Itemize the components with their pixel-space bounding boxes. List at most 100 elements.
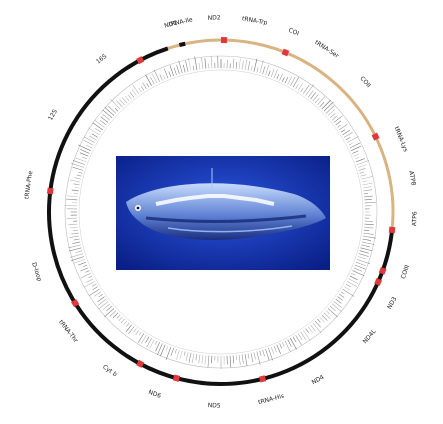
inner-ring-tick bbox=[360, 247, 373, 252]
inner-ring-tick bbox=[361, 176, 373, 180]
inner-ring-tick bbox=[64, 205, 78, 207]
inner-ring-tick bbox=[253, 352, 256, 360]
inner-ring-tick bbox=[140, 86, 145, 91]
inner-ring-tick bbox=[187, 57, 192, 72]
inner-ring-tick bbox=[359, 250, 369, 254]
inner-ring-tick bbox=[165, 345, 169, 352]
inner-ring-tick bbox=[265, 64, 270, 76]
inner-ring-tick bbox=[364, 201, 376, 204]
fish-photo bbox=[116, 156, 330, 270]
inner-ring-tick bbox=[342, 288, 355, 297]
inner-ring-tick bbox=[70, 256, 85, 262]
gene-label: 12S bbox=[47, 108, 59, 122]
inner-ring-tick bbox=[229, 355, 232, 368]
inner-ring-tick bbox=[66, 198, 78, 201]
inner-ring-tick bbox=[146, 338, 152, 348]
inner-ring-tick bbox=[290, 338, 297, 350]
inner-ring-tick bbox=[153, 69, 160, 82]
inner-ring-tick bbox=[355, 261, 366, 267]
inner-ring-tick bbox=[362, 186, 371, 189]
inner-ring-tick bbox=[319, 101, 325, 108]
inner-ring-tick bbox=[133, 328, 137, 333]
inner-ring-tick bbox=[129, 91, 135, 98]
inner-ring-tick bbox=[207, 355, 210, 368]
inner-ring-tick bbox=[121, 97, 128, 104]
inner-ring-tick bbox=[300, 331, 307, 340]
inner-ring-tick bbox=[104, 107, 115, 116]
inner-ring-tick bbox=[356, 160, 369, 165]
inner-ring-tick bbox=[329, 112, 336, 119]
inner-ring-tick bbox=[198, 62, 201, 70]
gene-label: COI bbox=[287, 27, 300, 38]
inner-ring-tick bbox=[73, 259, 86, 264]
inner-ring-tick bbox=[201, 57, 204, 70]
gene-label: ND2 bbox=[208, 14, 221, 21]
inner-ring-tick bbox=[94, 291, 102, 297]
inner-ring-tick bbox=[355, 158, 365, 163]
inner-ring-tick bbox=[89, 288, 100, 296]
inner-ring-tick bbox=[84, 136, 95, 143]
inner-ring-tick bbox=[83, 264, 88, 267]
gene-boundary-marker bbox=[374, 277, 383, 286]
inner-ring-tick bbox=[71, 189, 79, 192]
inner-ring-tick bbox=[284, 340, 291, 352]
inner-ring-tick bbox=[135, 330, 140, 335]
inner-ring-tick bbox=[333, 301, 342, 308]
gene-boundary-marker bbox=[136, 56, 145, 65]
inner-ring-tick bbox=[357, 256, 367, 260]
inner-ring-tick bbox=[300, 88, 304, 93]
inner-ring-tick bbox=[107, 105, 117, 114]
inner-ring-tick bbox=[321, 314, 328, 321]
inner-ring-tick bbox=[192, 65, 195, 71]
gene-boundary-marker bbox=[371, 132, 380, 141]
inner-ring-tick bbox=[98, 301, 109, 310]
inner-ring-tick bbox=[317, 318, 321, 323]
inner-ring-tick bbox=[347, 136, 359, 143]
inner-tick-ring bbox=[64, 55, 378, 369]
gene-label: ND3 bbox=[386, 296, 398, 311]
inner-ring-tick bbox=[238, 58, 241, 70]
inner-ring-tick bbox=[284, 77, 289, 84]
inner-ring-tick bbox=[351, 145, 362, 151]
inner-ring-tick bbox=[89, 135, 97, 141]
inner-ring-tick bbox=[232, 355, 234, 364]
inner-ring-tick bbox=[364, 226, 374, 229]
inner-ring-tick bbox=[319, 316, 325, 323]
inner-ring-tick bbox=[312, 94, 319, 102]
inner-ring-tick bbox=[191, 353, 195, 364]
inner-ring-tick bbox=[72, 166, 84, 171]
inner-ring-tick bbox=[362, 238, 371, 241]
inner-ring-tick bbox=[238, 354, 241, 365]
inner-ring-tick bbox=[112, 312, 119, 318]
inner-ring-tick bbox=[273, 69, 278, 79]
inner-ring-tick bbox=[160, 344, 166, 357]
inner-ring-tick bbox=[88, 275, 93, 279]
inner-ring-tick bbox=[351, 273, 356, 276]
inner-ring-tick bbox=[312, 322, 322, 334]
inner-ring-tick bbox=[337, 296, 343, 301]
inner-ring-tick bbox=[80, 267, 89, 272]
inner-ring-tick bbox=[363, 229, 370, 231]
inner-ring-tick bbox=[297, 83, 303, 91]
inner-ring-tick bbox=[276, 344, 281, 354]
inner-ring-tick bbox=[287, 76, 293, 85]
inner-ring-tick bbox=[364, 199, 372, 201]
gene-label: tRNA-Trp bbox=[241, 15, 268, 26]
inner-ring-tick bbox=[116, 100, 123, 108]
inner-ring-tick bbox=[325, 105, 335, 114]
inner-ring-tick bbox=[72, 160, 86, 165]
inner-ring-tick bbox=[329, 305, 336, 312]
gene-label: ND4 bbox=[311, 374, 326, 387]
inner-ring-tick bbox=[86, 278, 94, 283]
outer-gene-ring bbox=[47, 38, 395, 386]
inner-ring-tick bbox=[98, 293, 103, 298]
inner-ring-tick bbox=[109, 310, 117, 317]
inner-ring-tick bbox=[314, 320, 321, 328]
inner-ring-tick bbox=[354, 264, 366, 270]
gene-label: ND5 bbox=[208, 402, 221, 409]
inner-ring-tick bbox=[256, 67, 259, 73]
inner-ring-tick bbox=[204, 355, 207, 365]
inner-ring-tick bbox=[273, 345, 277, 353]
inner-ring-tick bbox=[146, 82, 150, 88]
inner-ring-tick bbox=[97, 296, 105, 302]
